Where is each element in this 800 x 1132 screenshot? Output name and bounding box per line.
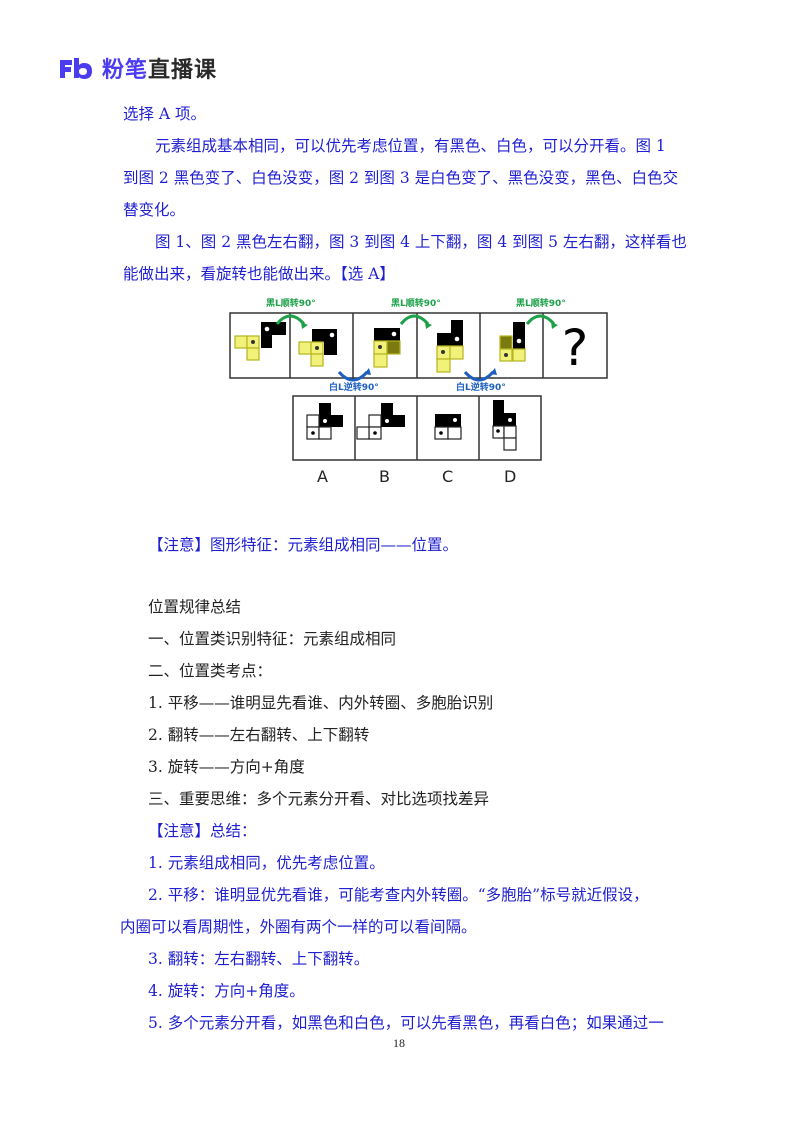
- option-c-figure: [434, 414, 462, 440]
- rotation-label: 黑L顺转90°: [266, 299, 316, 309]
- option-label-b: B: [379, 467, 390, 486]
- note-summary-item: 4. 旋转：方向+角度。: [148, 982, 305, 1000]
- logo-brand: 粉笔: [102, 58, 149, 83]
- option-b-figure: [356, 403, 405, 440]
- figure-cell-2: [298, 329, 337, 367]
- note-summary-item: 5. 多个元素分开看，如黑色和白色，可以先看黑色，再看白色；如果通过一: [148, 1014, 664, 1032]
- option-d-figure: [492, 400, 517, 451]
- note-summary-item: 1. 元素组成相同，优先考虑位置。: [148, 854, 385, 872]
- figure-cell-4: [436, 320, 464, 373]
- logo-rest: 直播课: [148, 58, 218, 83]
- note-summary-title: 【注意】总结：: [148, 822, 257, 840]
- rotation-label: 白L逆转90°: [456, 383, 506, 393]
- figure-cell-3: [373, 328, 401, 368]
- figure-cell-1: [234, 322, 286, 361]
- option-label-a: A: [317, 467, 328, 486]
- summary-item: 2. 翻转——左右翻转、上下翻转: [148, 726, 370, 744]
- logo: 粉笔直播课: [58, 52, 217, 84]
- puzzle-figure: ?: [225, 292, 615, 492]
- note-summary-item: 内圈可以看周期性，外圈有两个一样的可以看间隔。: [120, 918, 477, 936]
- rotation-label: 黑L顺转90°: [516, 299, 566, 309]
- answer-line: 选择 A 项。: [123, 105, 207, 123]
- option-label-d: D: [504, 467, 517, 486]
- summary-item: 1. 平移——谁明显先看谁、内外转圈、多胞胎识别: [148, 694, 494, 712]
- answer-line: 图 1、图 2 黑色左右翻，图 3 到图 4 上下翻，图 4 到图 5 左右翻，…: [155, 233, 687, 251]
- summary-item: 3. 旋转——方向+角度: [148, 758, 305, 776]
- answer-line: 能做出来，看旋转也能做出来。【选 A】: [123, 265, 395, 283]
- note-summary-item: 3. 翻转：左右翻转、上下翻转。: [148, 950, 370, 968]
- answer-line: 到图 2 黑色变了、白色没变，图 2 到图 3 是白色变了、黑色没变，黑色、白色…: [123, 169, 679, 187]
- option-a-figure: [306, 403, 343, 440]
- note-figure-feature: 【注意】图形特征：元素组成相同——位置。: [148, 536, 459, 554]
- puzzle-diagram: ?: [229, 312, 608, 461]
- question-mark: ?: [562, 319, 589, 377]
- answer-line: 元素组成基本相同，可以优先考虑位置，有黑色、白色，可以分开看。图 1: [155, 137, 666, 155]
- summary-item: 二、位置类考点：: [148, 662, 273, 680]
- page-number: 18: [393, 1036, 405, 1050]
- summary-item: 三、重要思维：多个元素分开看、对比选项找差异: [148, 790, 490, 808]
- rotation-label: 白L逆转90°: [329, 383, 379, 393]
- rotation-label: 黑L顺转90°: [391, 299, 441, 309]
- summary-title: 位置规律总结: [148, 598, 242, 616]
- answer-line: 替变化。: [123, 201, 186, 219]
- note-summary-item: 2. 平移：谁明显优先看谁，可能考查内外转圈。“多胞胎”标号就近假设，: [148, 886, 649, 904]
- logo-text: 粉笔直播课: [102, 52, 217, 84]
- summary-item: 一、位置类识别特征：元素组成相同: [148, 630, 397, 648]
- option-label-c: C: [442, 467, 454, 486]
- fenbi-logo-icon: [60, 58, 92, 79]
- figure-cell-5: [499, 322, 526, 362]
